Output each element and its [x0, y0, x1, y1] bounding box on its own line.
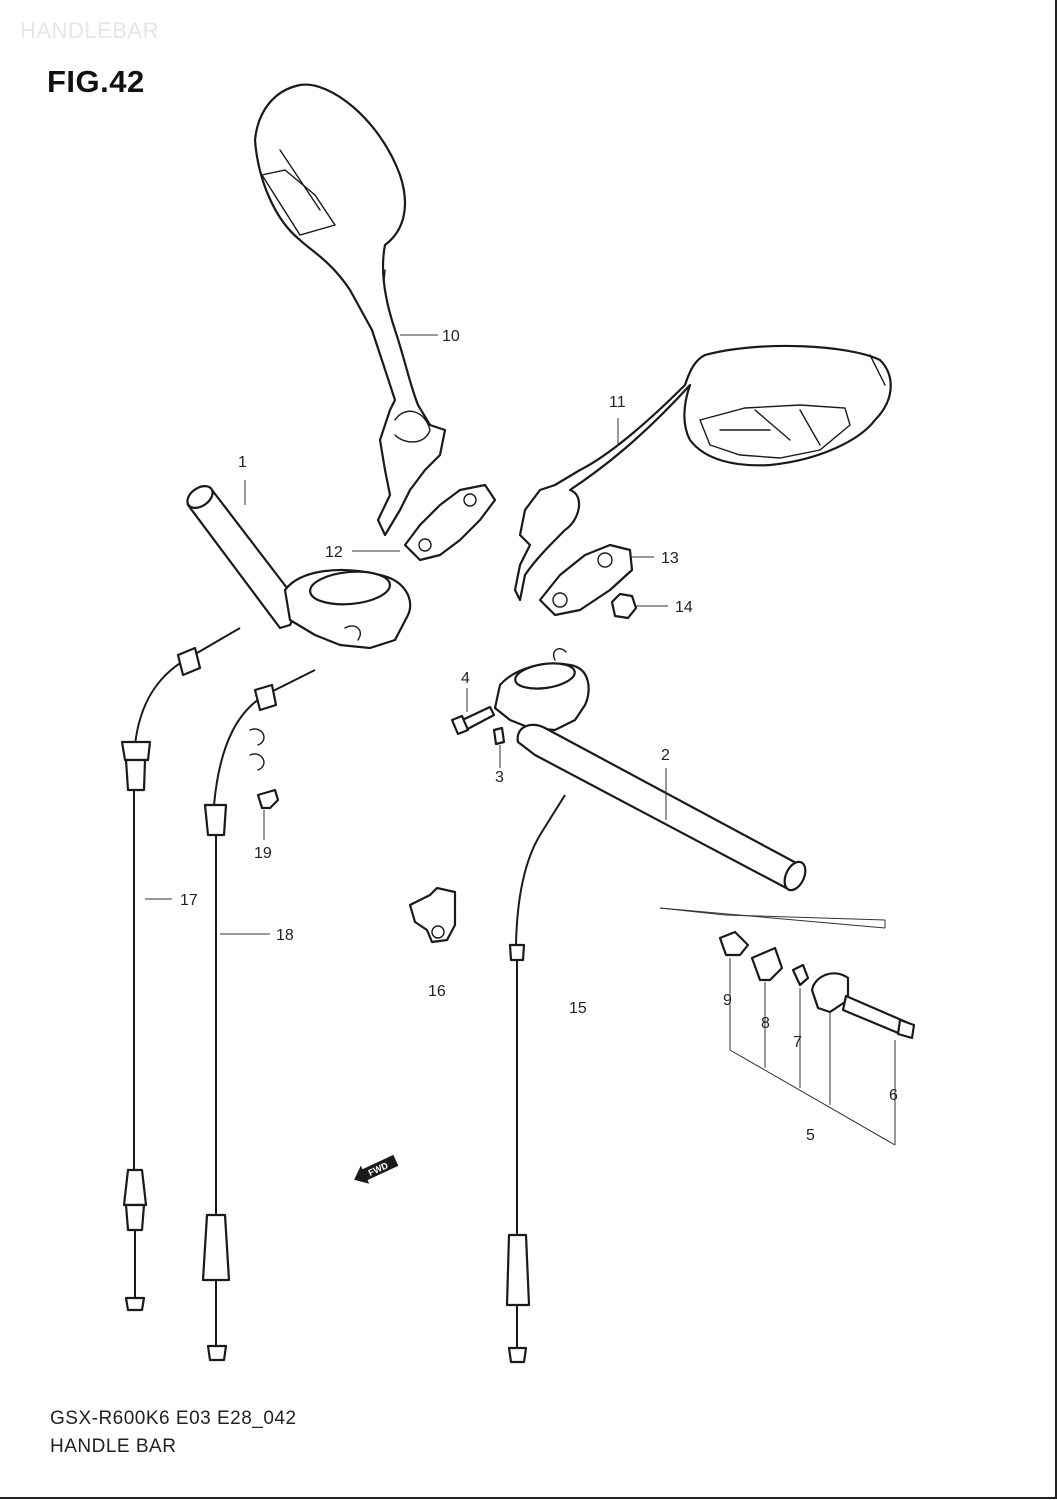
left-handlebar-part — [186, 484, 412, 650]
figure-title: FIG.42 — [47, 64, 145, 99]
callout-14: 14 — [675, 599, 693, 616]
locating-pin-part — [492, 726, 506, 746]
callout-10: 10 — [442, 328, 460, 345]
callout-2: 2 — [661, 747, 670, 764]
callout-17: 17 — [180, 892, 198, 909]
bar-end-assembly-part — [718, 930, 916, 1040]
nut-part — [610, 592, 638, 620]
left-mirror-part — [253, 83, 447, 537]
callout-18: 18 — [276, 927, 294, 944]
callout-5: 5 — [806, 1127, 815, 1144]
callout-13: 13 — [661, 550, 679, 567]
callout-4: 4 — [461, 670, 470, 687]
right-handlebar-part — [493, 648, 807, 892]
callout-16: 16 — [428, 983, 446, 1000]
callout-19: 19 — [254, 845, 272, 862]
mount-bracket-left-part — [403, 483, 497, 562]
mount-bracket-right-part — [538, 543, 634, 617]
callout-1: 1 — [238, 454, 247, 471]
right-mirror-part — [513, 344, 892, 602]
callout-12: 12 — [325, 544, 343, 561]
watermark-text: HANDLEBAR — [20, 18, 159, 43]
cable-18-part — [201, 669, 316, 1362]
cable-15-part — [505, 794, 566, 1364]
callout-11: 11 — [609, 394, 626, 411]
model-code: GSX-R600K6 E03 E28_042 — [50, 1408, 297, 1429]
callout-7: 7 — [793, 1034, 802, 1051]
callout-15: 15 — [569, 1000, 587, 1017]
clamp-bolt-part — [450, 705, 496, 736]
reference-lines — [145, 334, 896, 1146]
section-name: HANDLE BAR — [50, 1436, 177, 1457]
clip-part — [408, 886, 457, 944]
callout-9: 9 — [723, 992, 732, 1009]
screw-part — [256, 788, 280, 810]
callout-labels: 1 2 3 4 5 6 7 8 9 10 11 12 13 14 15 16 1… — [180, 328, 898, 1144]
callout-3: 3 — [495, 769, 504, 786]
callout-8: 8 — [761, 1015, 770, 1032]
callout-6: 6 — [889, 1087, 898, 1104]
fwd-arrow-icon: FWD — [354, 1154, 399, 1184]
cable-17-part — [120, 627, 241, 1312]
